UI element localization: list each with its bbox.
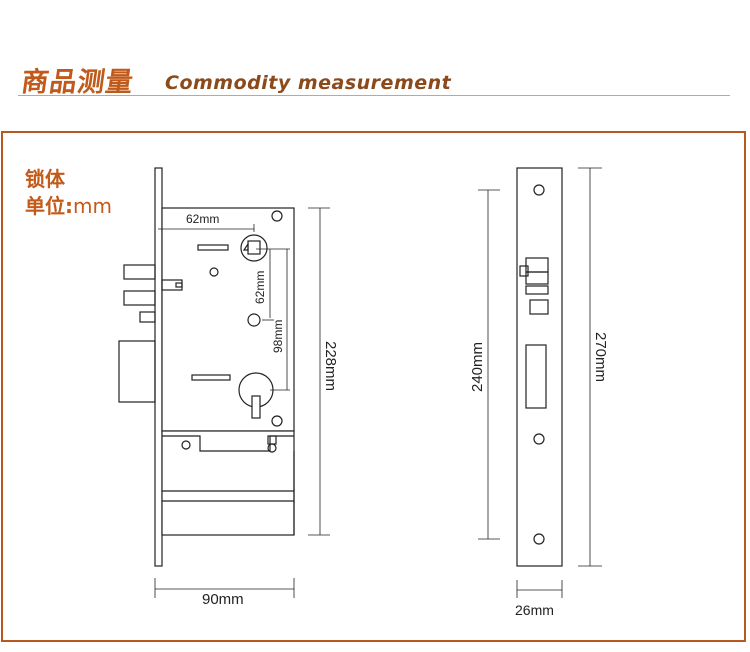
dim-faceplate-inner: 240mm xyxy=(469,342,486,392)
header: 商品测量 Commodity measurement xyxy=(0,0,750,110)
dim-center-62: 62mm xyxy=(253,271,267,304)
section-title-en: Commodity measurement xyxy=(165,72,452,94)
dim-case-width: 90mm xyxy=(202,591,244,608)
dim-case-height: 228mm xyxy=(322,341,339,391)
unit-prefix: 单位: xyxy=(25,194,73,218)
dim-backset: 62mm xyxy=(186,212,219,226)
unit-label: 单位:mm xyxy=(25,190,112,219)
lock-case xyxy=(161,207,295,432)
screw-hole xyxy=(533,184,545,196)
dead-bolt xyxy=(118,340,156,403)
screw-hole xyxy=(271,210,283,222)
spindle-hub xyxy=(240,234,268,262)
lock-body-label: 锁体 xyxy=(25,167,65,191)
latch-bolt xyxy=(123,290,156,306)
unit-value: mm xyxy=(73,194,112,218)
dim-faceplate-height: 270mm xyxy=(592,332,609,382)
screw-hole xyxy=(271,415,283,427)
latch-bolt xyxy=(123,264,156,280)
measurement-panel xyxy=(1,131,746,642)
faceplate-front xyxy=(516,167,563,567)
faceplate-side xyxy=(154,167,163,567)
screw-hole xyxy=(181,440,191,450)
screw-hole xyxy=(533,433,545,445)
dim-faceplate-width: 26mm xyxy=(515,602,554,618)
aux-latch xyxy=(139,311,156,323)
dim-center-98: 98mm xyxy=(271,320,285,353)
spindle-small xyxy=(247,313,261,327)
screw-hole xyxy=(533,533,545,545)
deadbolt-opening xyxy=(525,344,547,409)
header-divider xyxy=(18,95,730,96)
